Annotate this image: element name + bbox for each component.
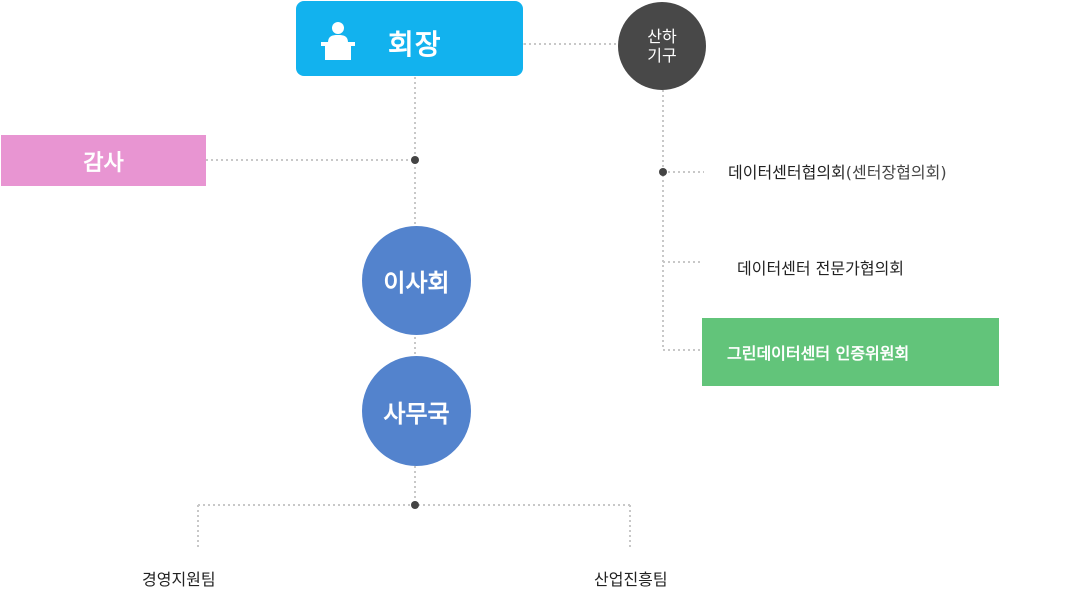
affiliate-label-line2: 기구 (647, 46, 677, 65)
committee-expert-council: 데이터센터 전문가협의회 (737, 255, 904, 279)
chairman-podium-icon (321, 22, 355, 60)
committee-green-certification: 그린데이터센터 인증위원회 (702, 318, 999, 386)
committee-1-alias: (센터장협의회) (845, 163, 947, 182)
chairman-label: 회장 (388, 28, 442, 61)
board-circle: 이사회 (362, 226, 471, 335)
team-2-name: 산업진흥팀 (594, 570, 668, 589)
affiliate-organizations-circle: 산하 기구 (618, 2, 706, 90)
secretariat-circle: 사무국 (362, 356, 471, 466)
audit-box: 감사 (1, 135, 206, 186)
junction-dot-teams (411, 501, 419, 509)
committee-2-name: 데이터센터 전문가협의회 (737, 259, 905, 278)
team-industry-promotion: 산업진흥팀 (594, 566, 668, 590)
committee-1-name: 데이터센터협의회 (728, 163, 846, 182)
board-label: 이사회 (383, 269, 450, 297)
committee-3-name: 그린데이터센터 인증위원회 (727, 344, 910, 363)
audit-label: 감사 (83, 150, 124, 176)
team-management-support: 경영지원팀 (142, 566, 216, 590)
junction-dot-audit (411, 156, 419, 164)
chairman-box: 회장 (296, 1, 523, 76)
affiliate-label-line1: 산하 (647, 27, 677, 46)
junction-dot-affiliate (659, 168, 667, 176)
team-1-name: 경영지원팀 (142, 570, 216, 589)
secretariat-label: 사무국 (383, 399, 450, 428)
committee-datacenter-council: 데이터센터협의회(센터장협의회) (728, 159, 947, 183)
